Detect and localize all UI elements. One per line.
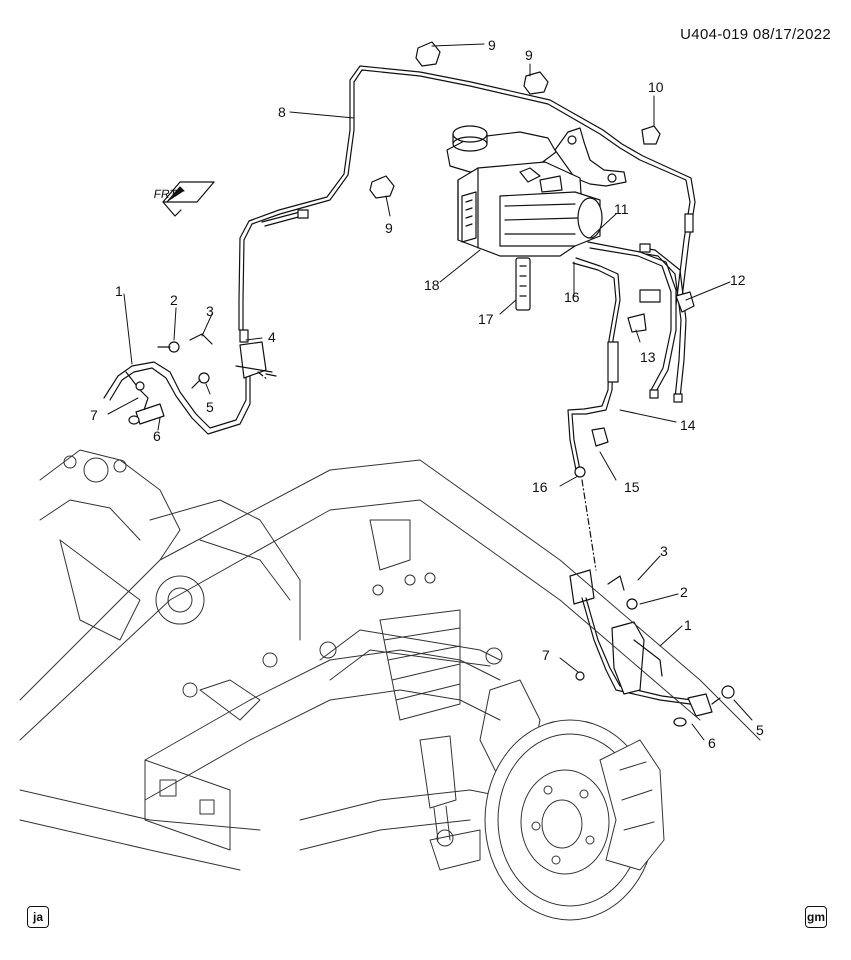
callout-9-top: 9 [488,37,496,53]
callout-5-right: 5 [756,722,764,738]
diagram-id-stamp: U404-019 08/17/2022 [680,26,831,43]
callout-1-right: 1 [684,617,692,633]
bracket-17 [515,257,531,311]
callout-10: 10 [648,79,664,95]
callout-16-upper: 16 [564,289,580,305]
callout-7-right: 7 [542,647,550,663]
gm-logo-icon: gm [805,906,827,928]
clip-13 [627,313,647,333]
clip-12 [675,291,695,313]
callout-9-lower: 9 [385,220,393,236]
left-hose-bracket-group [103,329,277,435]
callout-9-mid: 9 [525,47,533,63]
callout-13: 13 [640,349,656,365]
callout-16-lower: 16 [532,479,548,495]
callout-6-left: 6 [153,428,161,444]
front-arrow: FRT [153,181,215,217]
front-arrow-label: FRT [153,187,179,201]
callout-7-left: 7 [90,407,98,423]
callout-2-right: 2 [680,584,688,600]
clip-10 [641,125,661,145]
clip-9-lower [369,175,395,199]
callout-1-left: 1 [115,283,123,299]
callout-numbers: 9 9 10 8 9 11 12 18 16 17 13 14 15 16 1 … [90,37,764,751]
callout-2-left: 2 [170,292,178,308]
right-hose-bracket-group [569,466,735,727]
clip-9-middle [523,71,549,95]
clip-9-upper [415,41,441,67]
callout-3-right: 3 [660,543,668,559]
callout-17: 17 [478,311,494,327]
leader-lines [107,43,753,741]
callout-14: 14 [680,417,696,433]
master-cylinder-assembly [446,125,627,257]
callout-6-right: 6 [708,735,716,751]
callout-12: 12 [730,272,746,288]
front-chassis-frame [19,449,761,921]
callout-18: 18 [424,277,440,293]
pipe-clips [369,41,695,447]
callout-4: 4 [268,329,276,345]
callout-11: 11 [614,201,629,217]
callout-5-left: 5 [206,399,214,415]
callout-3-left: 3 [206,303,214,319]
clip-15 [591,427,609,447]
callout-15: 15 [624,479,640,495]
brake-pipe-lower [567,257,661,471]
brake-pipe-upper [238,65,696,403]
ja-logo-icon: ja [27,906,49,928]
callout-8: 8 [278,104,286,120]
